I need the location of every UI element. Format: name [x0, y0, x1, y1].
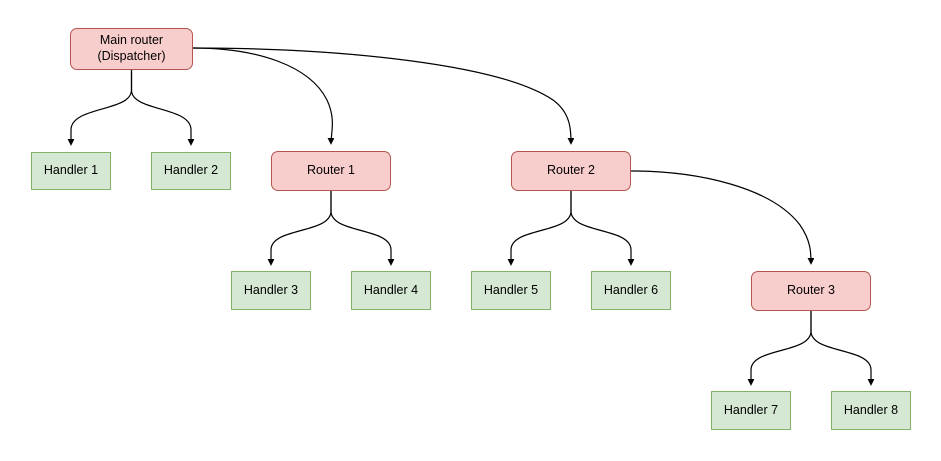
- node-handler-7[interactable]: Handler 7: [711, 391, 791, 430]
- node-label-handler-2: Handler 2: [163, 163, 219, 178]
- node-label-router-1: Router 1: [307, 163, 355, 178]
- node-handler-2[interactable]: Handler 2: [151, 152, 231, 190]
- edge-router-3-to-handler-7[interactable]: [751, 310, 812, 384]
- node-router-1[interactable]: Router 1: [271, 151, 391, 191]
- node-label-main-router: Main router (Dispatcher): [97, 33, 166, 63]
- node-label-handler-3: Handler 3: [243, 282, 299, 297]
- node-label-handler-6: Handler 6: [603, 282, 659, 297]
- node-label-handler-8: Handler 8: [843, 402, 899, 417]
- edge-router-2-to-handler-5[interactable]: [511, 190, 572, 264]
- node-label-handler-5: Handler 5: [483, 282, 539, 297]
- node-label-handler-4: Handler 4: [363, 282, 419, 297]
- edge-main-router-to-handler-1[interactable]: [71, 69, 133, 144]
- node-main-router[interactable]: Main router (Dispatcher): [70, 28, 193, 70]
- node-handler-6[interactable]: Handler 6: [591, 271, 671, 310]
- edge-router-2-to-router-3[interactable]: [630, 170, 811, 263]
- edge-main-router-to-handler-2[interactable]: [130, 69, 192, 144]
- node-router-2[interactable]: Router 2: [511, 151, 631, 191]
- node-label-handler-1: Handler 1: [43, 163, 99, 178]
- node-label-router-3: Router 3: [787, 283, 835, 298]
- node-handler-3[interactable]: Handler 3: [231, 271, 311, 310]
- edge-main-router-to-router-2[interactable]: [192, 47, 571, 143]
- node-router-3[interactable]: Router 3: [751, 271, 871, 311]
- edge-group: [71, 47, 871, 384]
- edge-router-2-to-handler-6[interactable]: [570, 190, 631, 264]
- edge-router-3-to-handler-8[interactable]: [810, 310, 871, 384]
- node-handler-5[interactable]: Handler 5: [471, 271, 551, 310]
- edge-router-1-to-handler-3[interactable]: [271, 190, 332, 264]
- edge-router-1-to-handler-4[interactable]: [330, 190, 391, 264]
- node-handler-1[interactable]: Handler 1: [31, 152, 111, 190]
- node-handler-8[interactable]: Handler 8: [831, 391, 911, 430]
- node-handler-4[interactable]: Handler 4: [351, 271, 431, 310]
- edge-main-router-to-router-1[interactable]: [192, 47, 332, 143]
- node-label-router-2: Router 2: [547, 163, 595, 178]
- node-label-handler-7: Handler 7: [723, 402, 779, 417]
